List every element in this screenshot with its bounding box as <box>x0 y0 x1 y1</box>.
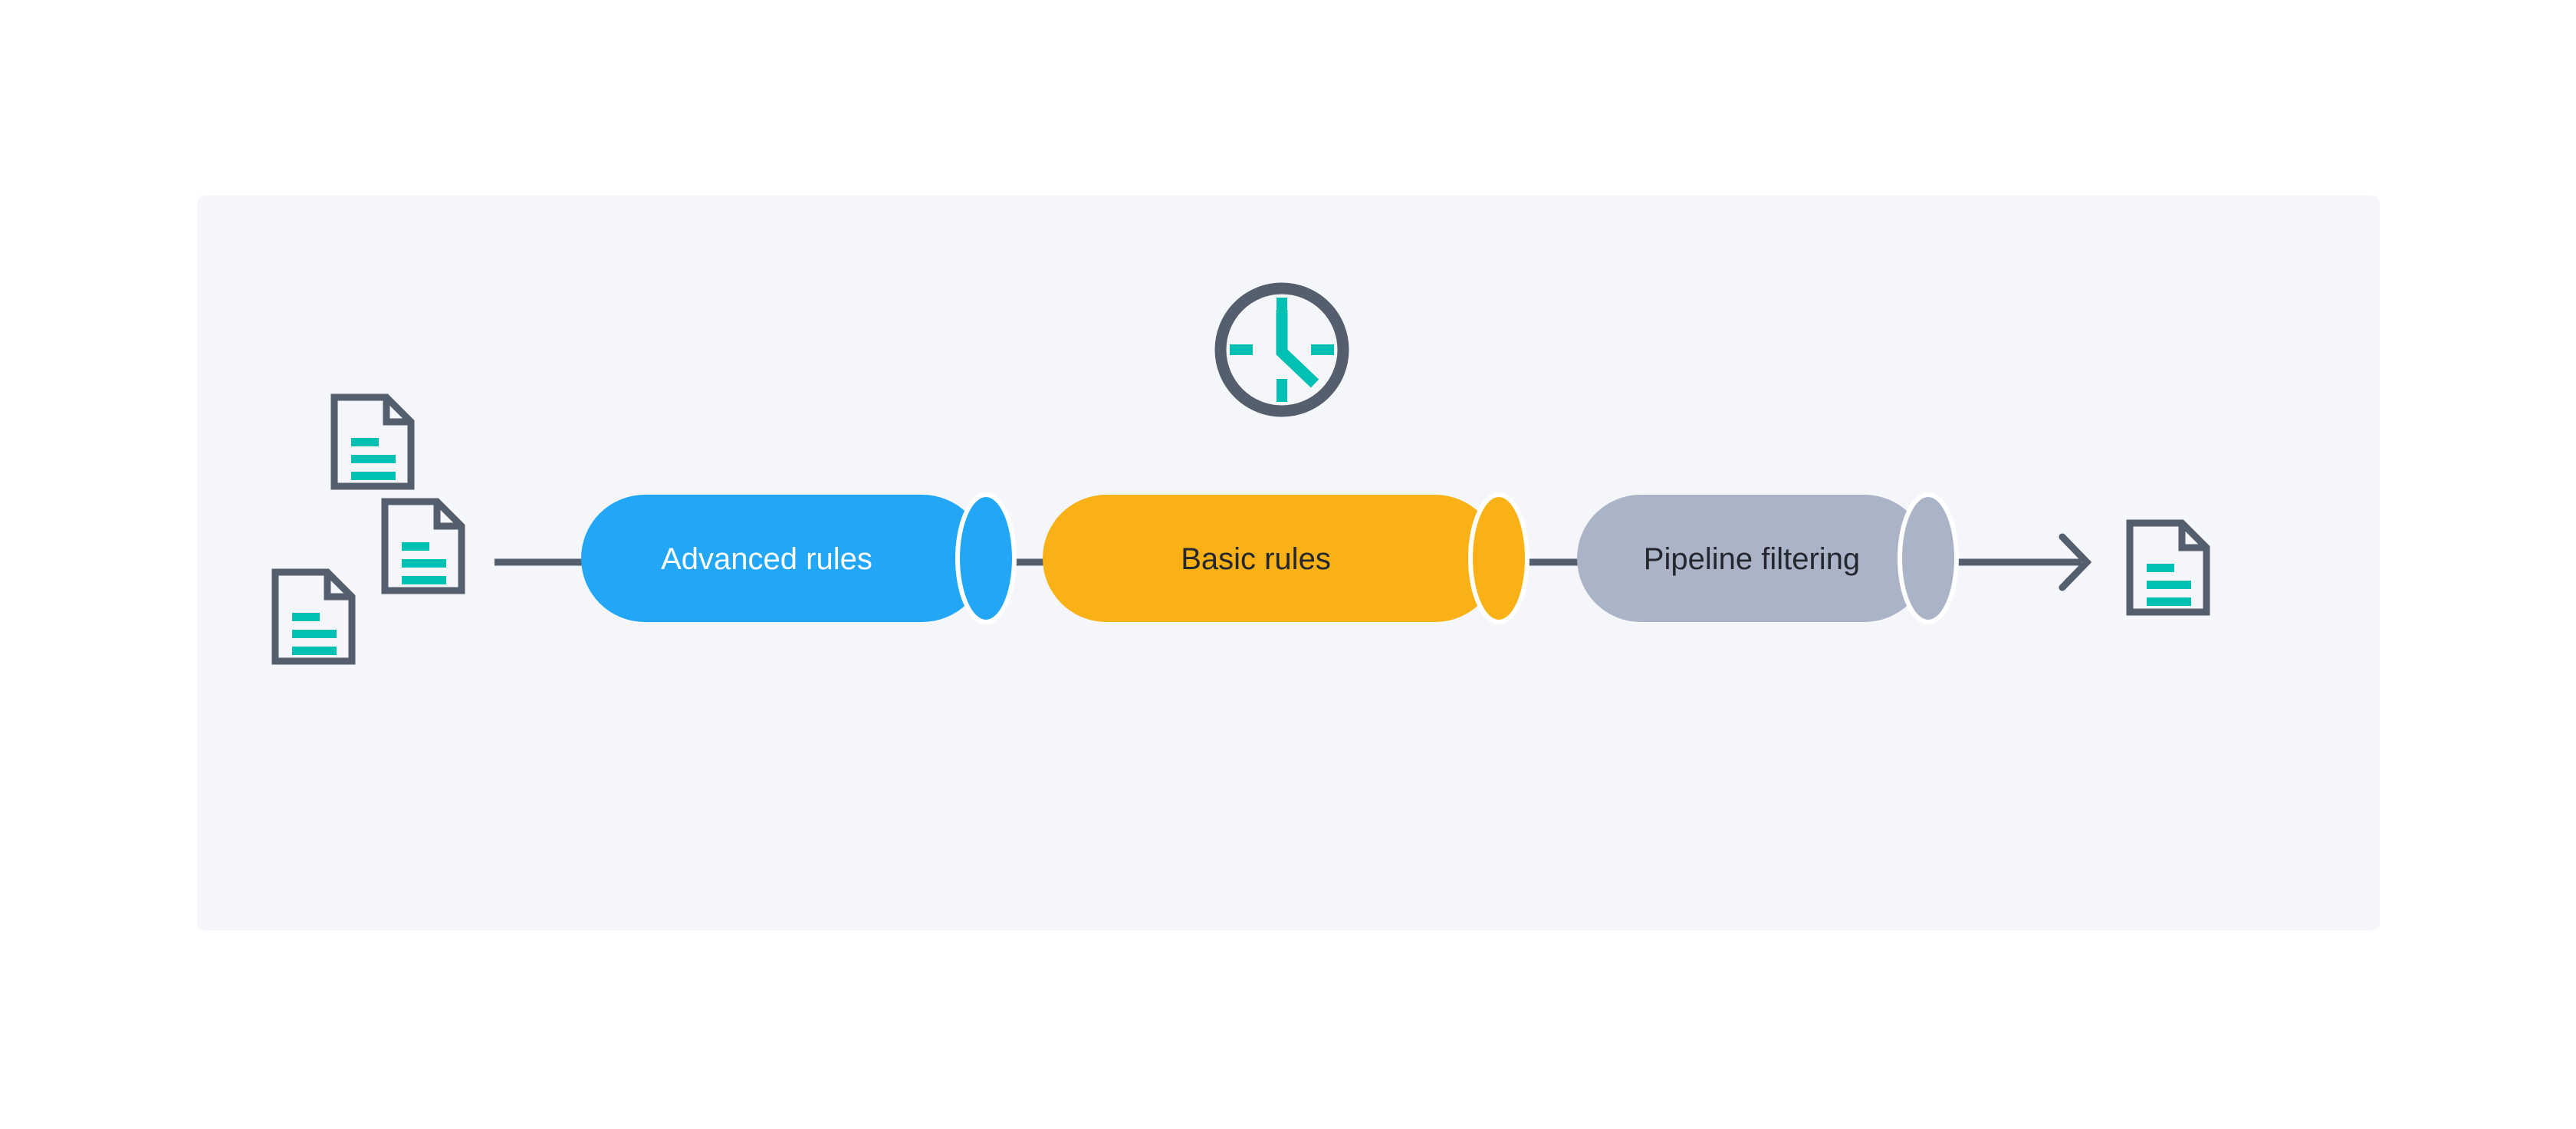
document-icon-bottom <box>275 572 352 661</box>
stage-advanced-rules-body <box>581 495 986 622</box>
stage-basic-rules-label: Basic rules <box>1181 542 1331 576</box>
clock-tick-3 <box>1311 344 1334 355</box>
stage-pipeline-filtering[interactable]: Pipeline filtering <box>1577 492 1959 624</box>
stage-basic-rules-cap <box>1468 492 1530 624</box>
input-documents-group <box>275 397 462 661</box>
output-document-icon <box>2130 523 2206 612</box>
clock-hands <box>1276 310 1319 388</box>
stage-basic-rules-body <box>1043 495 1499 622</box>
stage-advanced-rules-cap <box>955 492 1017 624</box>
clock-tick-6 <box>1276 379 1287 402</box>
document-icon-top <box>334 397 411 486</box>
stage-basic-rules[interactable]: Basic rules <box>1043 492 1530 624</box>
stage-advanced-rules[interactable]: Advanced rules <box>581 492 1017 624</box>
output-documents-group <box>2130 523 2206 612</box>
stage-pipeline-filtering-label: Pipeline filtering <box>1644 542 1860 576</box>
arrow-head-icon <box>2058 533 2092 591</box>
stage-pipeline-filtering-body <box>1577 495 1928 622</box>
stage-advanced-rules-label: Advanced rules <box>661 542 872 576</box>
clock-icon <box>1214 282 1349 417</box>
stage-pipeline-filtering-cap <box>1898 492 1959 624</box>
document-icon-middle <box>385 502 462 591</box>
clock-tick-9 <box>1230 344 1253 355</box>
